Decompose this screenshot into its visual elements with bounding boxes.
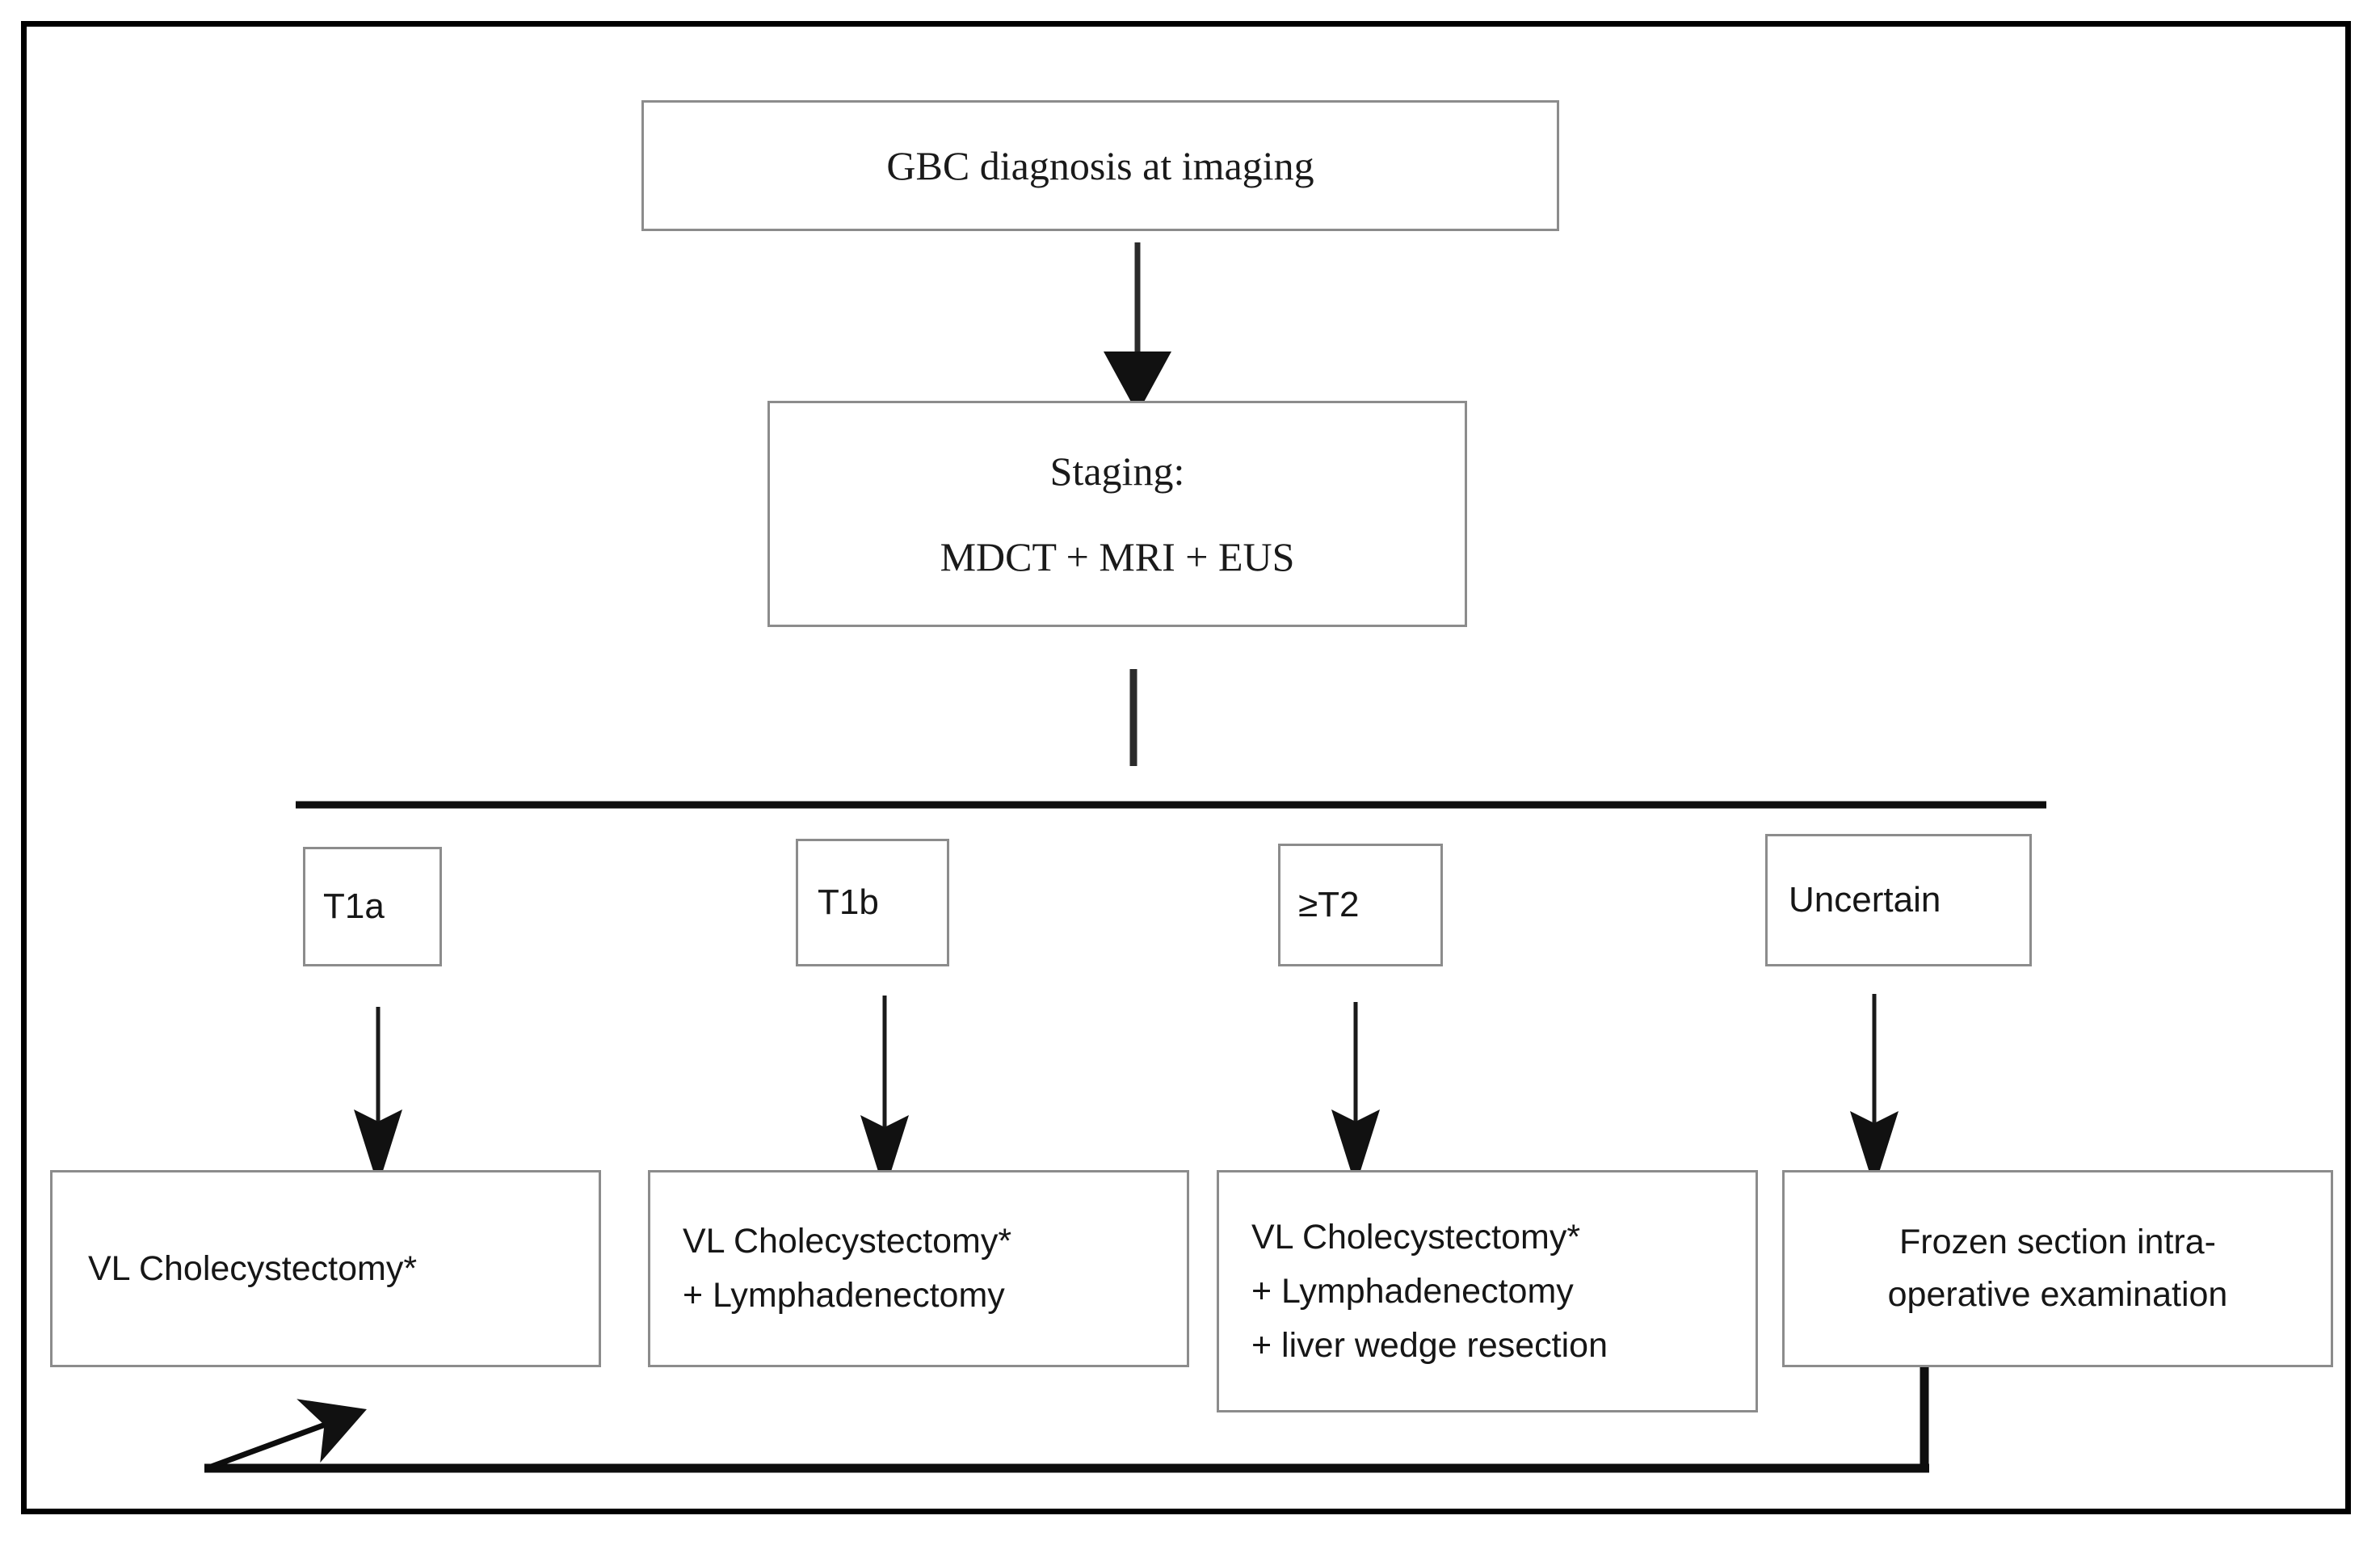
box-stage-uncertain: Uncertain bbox=[1765, 834, 2032, 966]
box-treatment-t1b-line1: VL Cholecystectomy* bbox=[683, 1222, 1012, 1261]
box-treatment-t2: VL Cholecystectomy* + Lymphadenectomy + … bbox=[1217, 1170, 1758, 1412]
box-gbc-diagnosis: GBC diagnosis at imaging bbox=[641, 100, 1559, 231]
box-stage-t1b: T1b bbox=[796, 839, 949, 966]
box-stage-t1b-label: T1b bbox=[818, 882, 879, 922]
box-treatment-t2-line2: + Lymphadenectomy bbox=[1251, 1271, 1574, 1311]
box-staging: Staging: MDCT + MRI + EUS bbox=[767, 401, 1467, 627]
outer-frame-border bbox=[21, 21, 2351, 1514]
box-gbc-diagnosis-label: GBC diagnosis at imaging bbox=[886, 143, 1314, 188]
box-treatment-t1a-line1: VL Cholecystectomy* bbox=[88, 1248, 418, 1288]
box-treatment-uncertain: Frozen section intra- operative examinat… bbox=[1782, 1170, 2333, 1367]
box-treatment-t1b: VL Cholecystectomy* + Lymphadenectomy bbox=[648, 1170, 1189, 1367]
box-stage-t1a-label: T1a bbox=[323, 886, 385, 926]
box-treatment-t1b-line2: + Lymphadenectomy bbox=[683, 1276, 1005, 1315]
box-treatment-t2-line3: + liver wedge resection bbox=[1251, 1325, 1608, 1365]
box-stage-t2: ≥T2 bbox=[1278, 844, 1443, 966]
box-staging-line2: MDCT + MRI + EUS bbox=[940, 534, 1295, 579]
box-staging-line1: Staging: bbox=[1049, 448, 1185, 494]
box-treatment-t2-line1: VL Cholecystectomy* bbox=[1251, 1217, 1581, 1257]
box-stage-t1a: T1a bbox=[303, 847, 442, 966]
box-stage-t2-label: ≥T2 bbox=[1298, 885, 1360, 924]
box-treatment-uncertain-line2: operative examination bbox=[1887, 1275, 2228, 1314]
box-treatment-t1a: VL Cholecystectomy* bbox=[50, 1170, 601, 1367]
box-treatment-uncertain-line1: Frozen section intra- bbox=[1899, 1223, 2216, 1261]
box-stage-uncertain-label: Uncertain bbox=[1789, 880, 1941, 920]
